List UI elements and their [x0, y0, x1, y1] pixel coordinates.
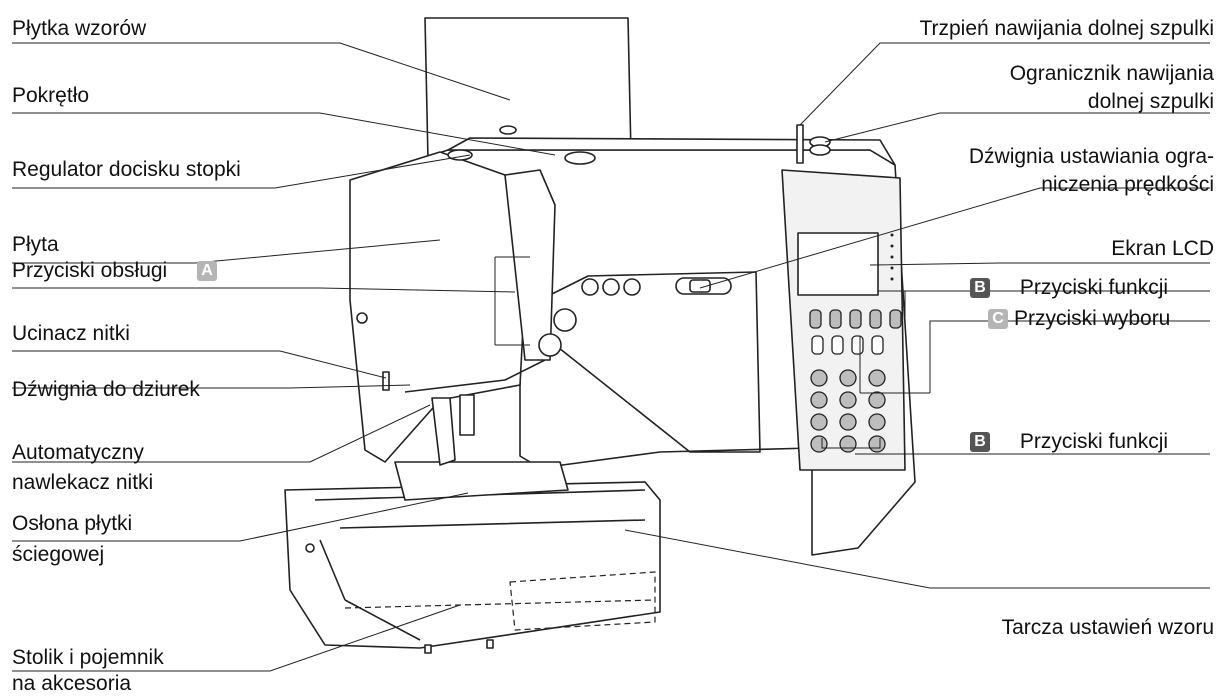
label-trzpien: Trzpień nawijania dolnej szpulki — [919, 17, 1214, 40]
label-nawlekacz-1: Automatyczny — [12, 441, 144, 464]
label-ekran: Ekran LCD — [1111, 237, 1214, 260]
badge-c: C — [988, 309, 1008, 329]
label-wyboru: C Przyciski wyboru — [988, 307, 1170, 331]
label-oslona-1: Osłona płytki — [12, 512, 133, 535]
label-plyta: Płyta — [12, 233, 59, 256]
label-stolik-1: Stolik i pojemnik — [12, 646, 164, 669]
label-funkcje-1: B Przyciski funkcji — [970, 276, 1168, 300]
label-ogranicznik-2: dolnej szpulki — [1087, 90, 1214, 113]
label-przyciski-obslugi-text: Przyciski obsługi — [12, 259, 168, 282]
label-funkcje-1-text: Przyciski funkcji — [1019, 276, 1169, 299]
label-dzwignia-dziurek: Dźwignia do dziurek — [12, 378, 200, 401]
label-funkcje-2: B Przyciski funkcji — [970, 430, 1168, 454]
label-przyciski-obslugi: Przyciski obsługi A — [12, 259, 223, 283]
lcd-screen — [797, 232, 879, 296]
label-ogranicznik-1: Ogranicznik nawijania — [1009, 62, 1214, 85]
label-dzwignia-predkosci-2: niczenia prędkości — [1041, 173, 1214, 196]
badge-a: A — [197, 261, 218, 281]
badge-b-1: B — [970, 278, 990, 298]
label-stolik-2: na akcesoria — [12, 672, 132, 695]
label-dzwignia-predkosci-1: Dźwignia ustawiania ogra- — [968, 145, 1214, 168]
label-tarcza: Tarcza ustawień wzoru — [1001, 616, 1214, 639]
badge-b-2: B — [970, 432, 990, 452]
label-pokretlo: Pokrętło — [12, 84, 90, 107]
label-wyboru-text: Przyciski wyboru — [1014, 307, 1171, 330]
bobbin-spindle — [796, 124, 804, 164]
machine-base — [284, 481, 661, 649]
head-cover — [349, 151, 526, 463]
needle-plate — [394, 461, 569, 501]
label-plytka-wzorow: Płytka wzorów — [12, 17, 147, 40]
label-oslona-2: ściegowej — [12, 543, 105, 566]
label-regulator: Regulator docisku stopki — [12, 158, 241, 181]
label-nawlekacz-2: nawlekacz nitki — [12, 471, 154, 494]
label-ucinacz: Ucinacz nitki — [12, 322, 130, 345]
label-funkcje-2-text: Przyciski funkcji — [1019, 430, 1169, 453]
